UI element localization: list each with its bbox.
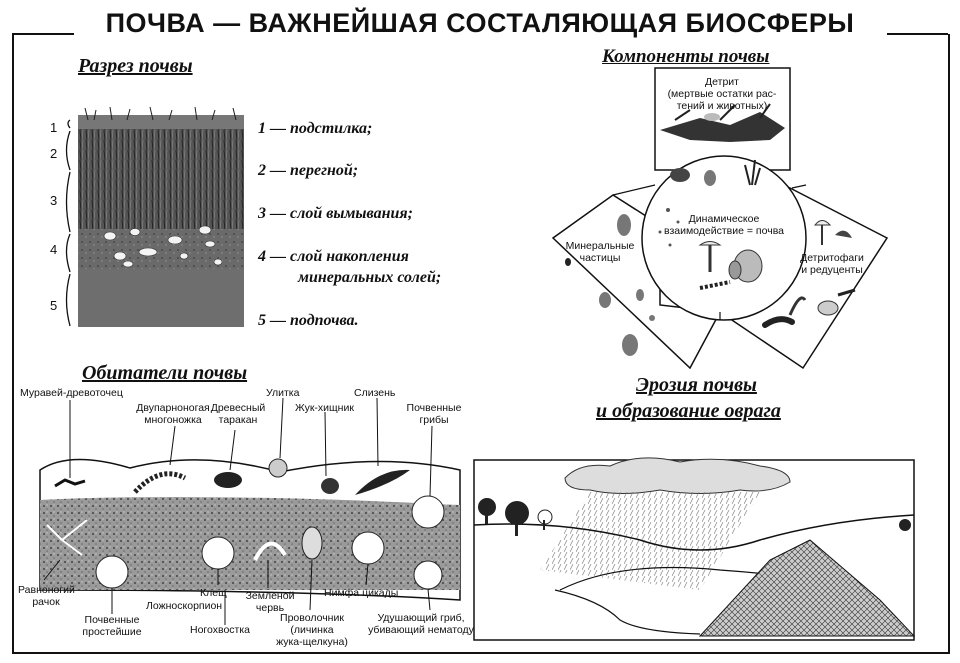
humus-layer <box>78 129 244 229</box>
circle-contents <box>658 159 763 290</box>
detritus-debris <box>660 103 785 142</box>
label-cicada: Нимфа цикады <box>324 587 399 599</box>
layer-label-4: 4 — слой накопления <box>258 248 409 265</box>
layer-num-3: 3 <box>50 193 58 208</box>
callout-lines <box>43 397 433 625</box>
erosion-title-2: и образование оврага <box>596 400 781 422</box>
label-mite: Клещ <box>200 587 227 599</box>
layer-num-2: 2 <box>50 146 58 161</box>
layer-brackets <box>65 119 71 327</box>
frame-top-right <box>887 33 948 35</box>
center-circle <box>641 155 807 321</box>
detritivores-label: Детритофаги и редуценты <box>800 252 864 276</box>
frame-top-left <box>12 33 74 35</box>
label-ant: Муравей-древоточец <box>20 387 123 399</box>
detritus-label: Детрит (мертвые остатки рас- тений и жив… <box>667 76 777 112</box>
label-nematode-fungus: Удушающий гриб,убивающий нематоду <box>368 612 474 636</box>
label-springtail: Ногохвостка <box>190 624 251 636</box>
label-pseudoscorpion: Ложноскорпион <box>146 600 223 612</box>
trees <box>478 498 911 536</box>
profile-title: Разрез почвы <box>78 55 193 77</box>
layer-label-5: 5 — подпочва. <box>258 312 359 329</box>
layer-num-4: 4 <box>50 242 58 257</box>
subsoil-layer <box>78 269 244 327</box>
layer-num-1: 1 <box>50 120 58 135</box>
mineral-particles <box>565 214 655 356</box>
stones <box>103 225 223 268</box>
inhabitants-creatures <box>46 458 445 590</box>
page-frame <box>12 34 950 654</box>
detritivores <box>762 220 856 328</box>
components-title: Компоненты почвы <box>602 46 770 67</box>
inhabitants-title: Обитатели почвы <box>82 362 248 384</box>
minerals-label: Минеральные частицы <box>565 240 635 264</box>
layer-label-4-cont: минеральных солей; <box>298 269 442 286</box>
label-snail: Улитка <box>266 387 300 399</box>
page-title: ПОЧВА — ВАЖНЕЙШАЯ СОСТАЛЯЮЩАЯ БИОСФЕРЫ <box>105 8 855 38</box>
label-beetle: Жук-хищник <box>295 402 354 414</box>
layer-label-2: 2 — перегной; <box>258 162 359 179</box>
layer-label-3: 3 — слой вымывания; <box>258 205 413 222</box>
detritus-panel <box>654 67 791 171</box>
layer-label-1: 1 — подстилка; <box>258 120 373 137</box>
label-slug: Слизень <box>354 387 396 399</box>
layer-num-5: 5 <box>50 298 58 313</box>
litter-layer <box>78 115 244 129</box>
center-label: Динамическое взаимодействие = почва <box>663 213 784 237</box>
erosion-title-1: Эрозия почвы <box>636 374 757 396</box>
